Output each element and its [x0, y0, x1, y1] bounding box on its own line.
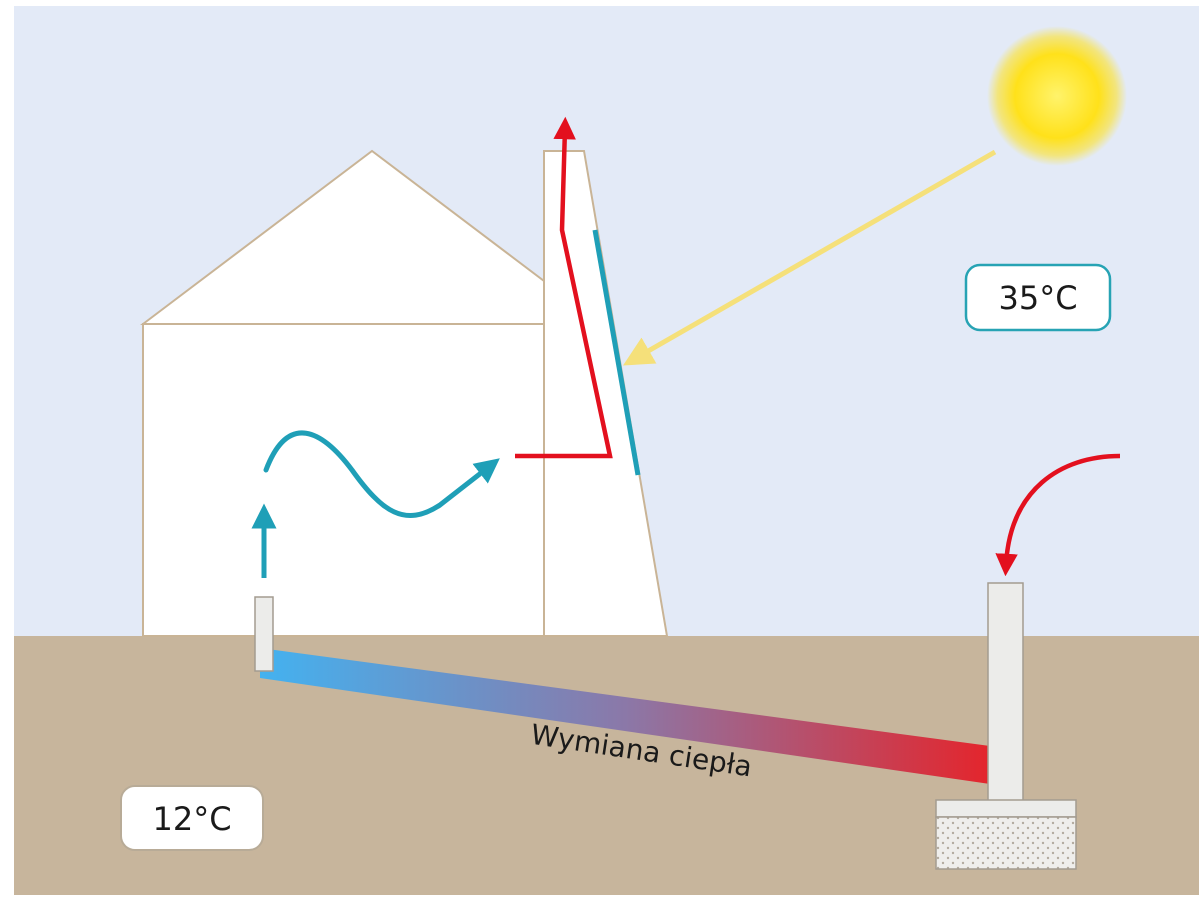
solar-chimney [543, 150, 669, 637]
sun-ray-arrow [622, 149, 997, 366]
intake-gravel-bed [935, 816, 1077, 870]
outdoor-temperature-value: 35°C [998, 279, 1077, 317]
intake-tower [987, 582, 1024, 802]
warm-air-outflow-arrow [515, 116, 613, 459]
ground-temperature-value: 12°C [152, 800, 231, 838]
indoor-vent [254, 596, 274, 672]
cool-air-circulation-arrow [263, 430, 500, 518]
sun-icon [987, 26, 1127, 166]
outdoor-temperature-badge: 35°C [964, 263, 1112, 332]
earth-pipe [260, 648, 990, 784]
ground-temperature-badge: 12°C [120, 785, 264, 851]
house-wall [142, 323, 546, 637]
chimney-glazing [592, 229, 641, 476]
outside-air-intake-arrow [995, 453, 1121, 577]
intake-base-slab [935, 799, 1077, 818]
